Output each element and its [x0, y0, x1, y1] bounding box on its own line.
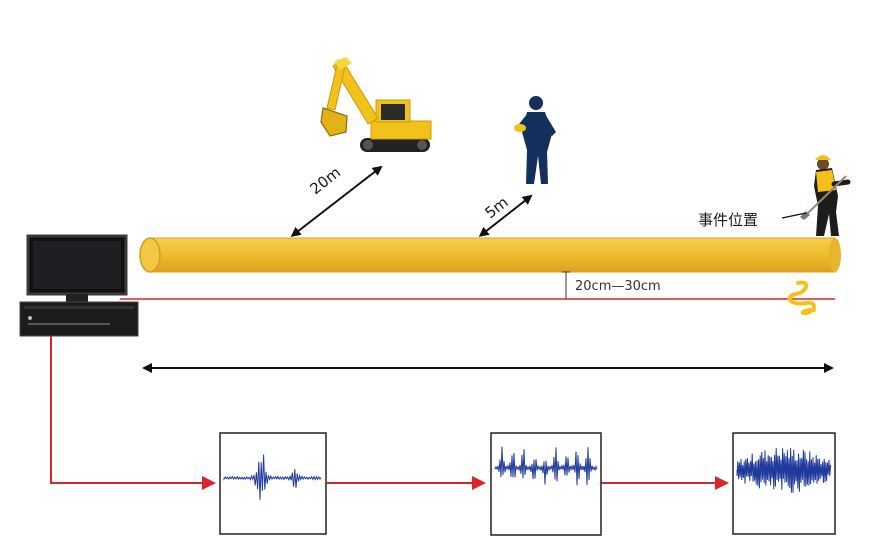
monitor-icon	[26, 234, 128, 304]
excavator-distance-arrow	[290, 165, 383, 237]
fiber-disturbance-icon	[787, 280, 816, 316]
depth-marker	[562, 271, 570, 300]
excavator-icon	[320, 57, 432, 152]
event-pointer	[781, 212, 807, 219]
waveform-impulse	[219, 432, 327, 535]
buried-pipe	[139, 237, 841, 273]
signal-path	[50, 336, 729, 490]
burial-depth-label: 20cm—30cm	[575, 279, 661, 294]
event-location-label: 事件位置	[698, 211, 759, 229]
worker-distance-arrow	[478, 194, 533, 237]
waveform-continuous	[732, 432, 836, 535]
waveform-periodic	[490, 432, 602, 536]
digging-worker-icon	[800, 155, 851, 236]
standing-worker-icon	[514, 96, 556, 184]
host-unit-icon	[19, 301, 139, 337]
